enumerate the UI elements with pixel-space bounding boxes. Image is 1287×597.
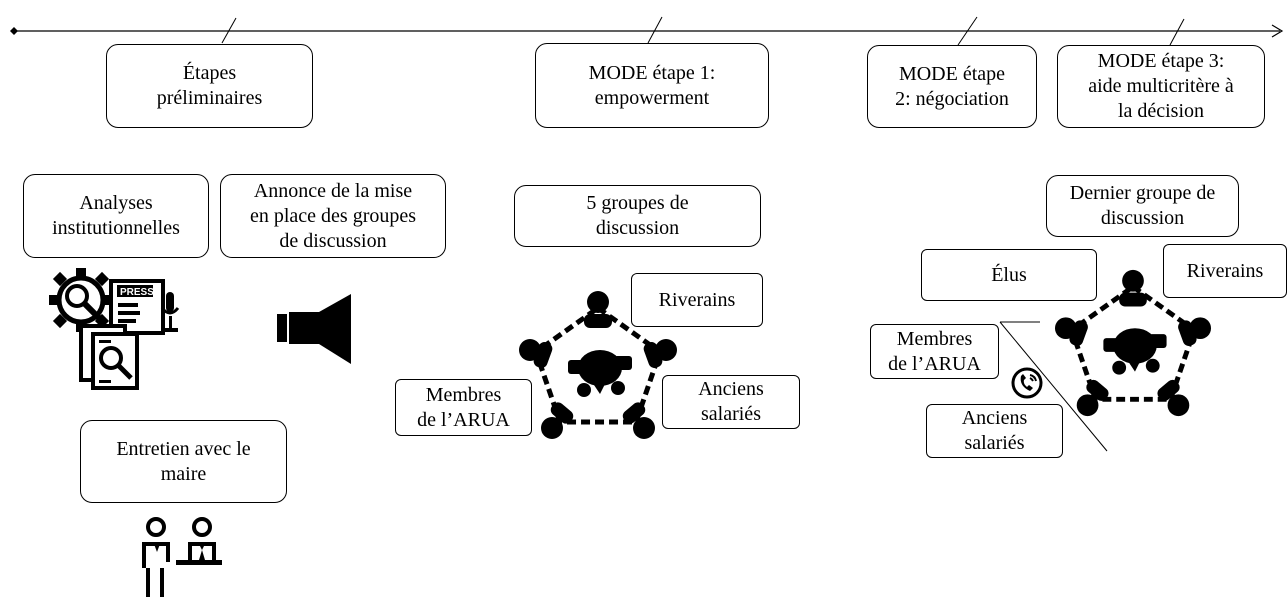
timeline-tick [221, 17, 237, 44]
press-document-icon: PRESS [109, 279, 180, 335]
anciens-box-mode1: Anciens salariés [662, 375, 800, 429]
gear-search-icon [49, 268, 113, 332]
anciens-box-mode23: Anciens salariés [926, 404, 1063, 458]
membres-box-mode1: Membres de l’ARUA [395, 379, 532, 436]
phase-preliminary: Étapes préliminaires [106, 44, 313, 128]
phase-mode-1: MODE étape 1: empowerment [535, 43, 769, 128]
press-label: PRESS [120, 287, 154, 298]
riverains-box-mode23: Riverains [1163, 244, 1287, 298]
dernier-groupe-box: Dernier groupe de discussion [1046, 175, 1239, 237]
phase-mode-2: MODE étape 2: négociation [867, 45, 1037, 128]
timeline-tick [647, 16, 663, 44]
document-search-icon [79, 324, 139, 390]
annonce-box: Annonce de la mise en place des groupes … [220, 174, 446, 258]
analyses-box: Analyses institutionnelles [23, 174, 209, 258]
timeline-tick [1169, 18, 1185, 46]
timeline-arrowhead [1271, 24, 1284, 38]
meeting-people-icon [142, 517, 222, 597]
membres-box-mode23: Membres de l’ARUA [870, 324, 999, 379]
elus-box: Élus [921, 249, 1097, 301]
entretien-box: Entretien avec le maire [80, 420, 287, 503]
group-discussion-icon [1054, 269, 1212, 417]
groupes-box: 5 groupes de discussion [514, 185, 761, 247]
timeline-start-diamond [10, 27, 18, 35]
phase-mode-3: MODE étape 3: aide multicritère à la déc… [1057, 45, 1265, 128]
megaphone-icon [277, 294, 351, 364]
riverains-box-mode1: Riverains [631, 273, 763, 327]
phone-call-icon [1011, 367, 1043, 399]
timeline-tick [957, 16, 978, 46]
phone-connector-line [999, 321, 1108, 452]
group-discussion-icon [519, 291, 677, 439]
